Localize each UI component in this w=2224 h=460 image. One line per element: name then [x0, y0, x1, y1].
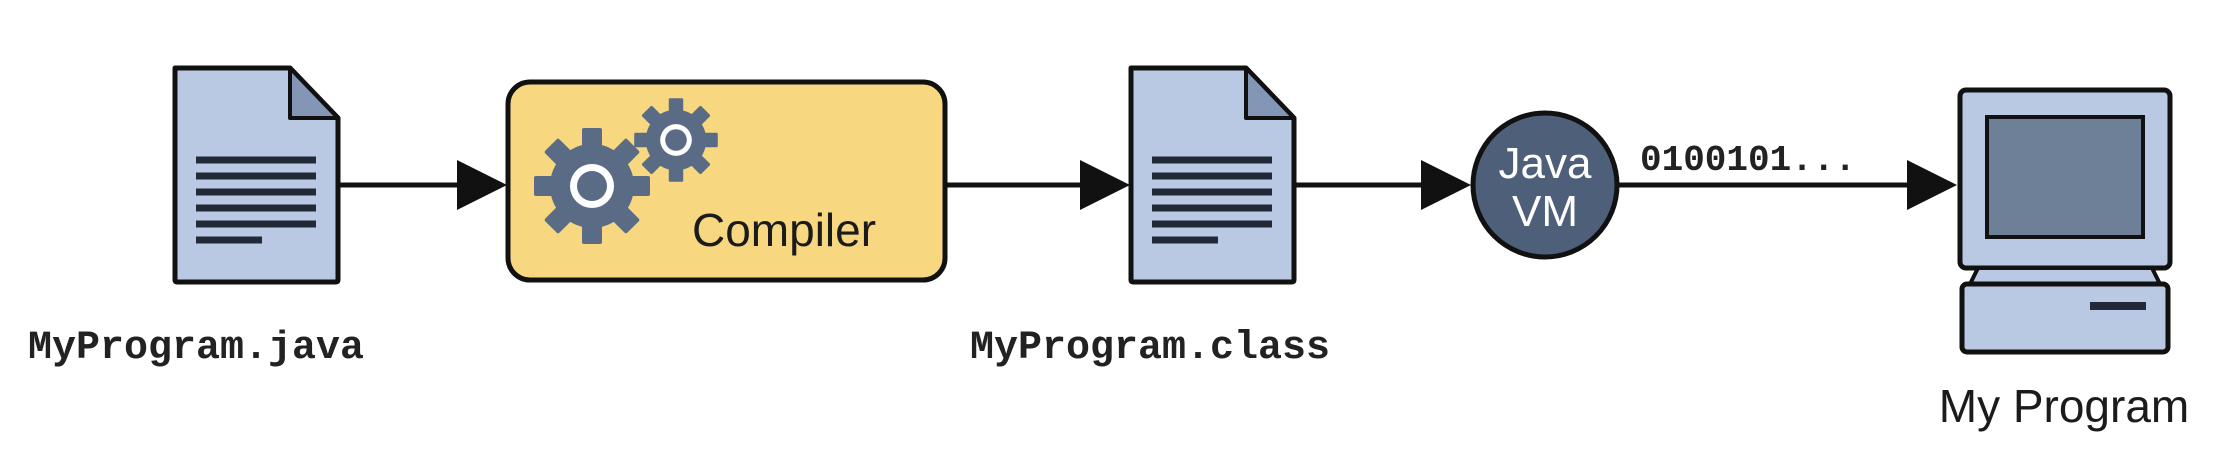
- gear-small-icon: [634, 98, 718, 182]
- class-file-label: MyProgram.class: [970, 326, 1330, 371]
- java-vm-line2: VM: [1512, 187, 1578, 236]
- computer-icon: [1957, 87, 2173, 355]
- gear-icon: [534, 128, 650, 244]
- computer-label: My Program: [1939, 380, 2189, 432]
- java-vm-line1: Java: [1499, 139, 1592, 188]
- java-vm-node: Java VM: [1470, 110, 1620, 260]
- source-file-document-icon: [172, 65, 341, 285]
- compiler-label: Compiler: [692, 204, 876, 256]
- bytecode-label: 0100101...: [1640, 140, 1856, 181]
- class-file-document-icon: [1128, 65, 1297, 285]
- source-file-label: MyProgram.java: [28, 326, 364, 371]
- compiler-box: Compiler: [505, 79, 948, 283]
